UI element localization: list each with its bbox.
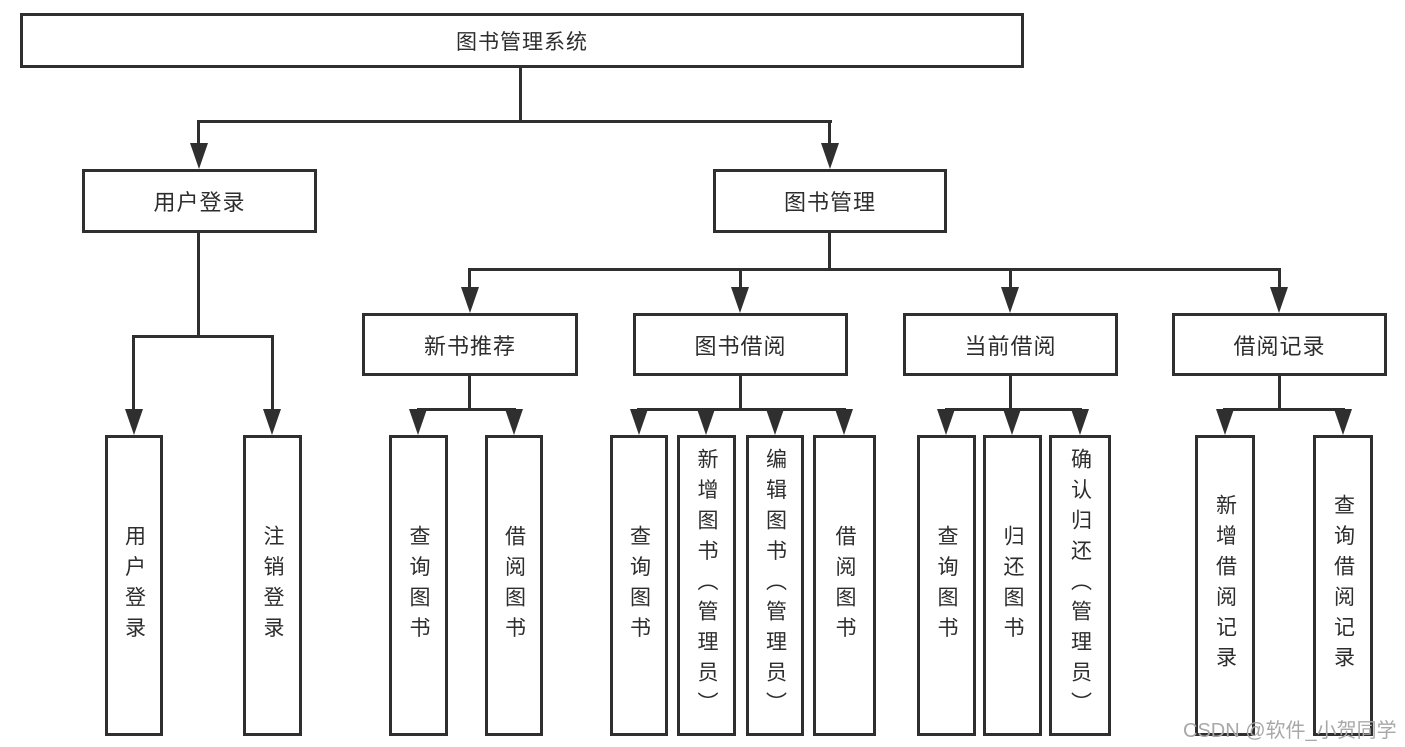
node-borrow-books: 借阅图书 <box>813 435 876 736</box>
connector-login-leaf2-shaft <box>271 335 274 413</box>
node-user-login-action-label: 用户登录 <box>122 524 146 647</box>
arrowhead-g3-leaf4 <box>835 409 853 435</box>
arrowhead-login-leaf1 <box>125 409 143 435</box>
node-borrow-books-recommend-label: 借阅图书 <box>502 524 526 647</box>
node-add-borrow-record-label: 新增借阅记录 <box>1213 494 1237 677</box>
node-library-system-label: 图书管理系统 <box>456 30 588 54</box>
node-query-borrow-record-label: 查询借阅记录 <box>1331 494 1355 677</box>
connector-l3-4-shaft <box>1278 268 1281 289</box>
arrowhead-g4-leaf1 <box>937 409 955 435</box>
connector-g5-stem <box>1278 376 1281 411</box>
node-logout: 注销登录 <box>243 435 302 736</box>
csdn-watermark: CSDN @软件_小贺同学 <box>1183 720 1397 742</box>
node-add-book-admin: 新增图书（管理员） <box>677 435 736 736</box>
connector-root-stem <box>519 68 522 123</box>
node-book-management-label: 图书管理 <box>783 190 876 215</box>
connector-bookmgmt-stem <box>828 233 831 271</box>
arrowhead-user-login <box>190 143 208 169</box>
node-add-borrow-record: 新增借阅记录 <box>1195 435 1255 736</box>
connector-g5-split <box>1223 408 1345 411</box>
node-logout-label: 注销登录 <box>261 524 284 647</box>
arrowhead-current-borrow <box>1001 287 1019 313</box>
node-query-books-current: 查询图书 <box>917 435 976 736</box>
connector-l3-1-shaft <box>468 268 471 289</box>
node-borrow-records-label: 借阅记录 <box>1233 333 1326 359</box>
node-borrow-books-recommend: 借阅图书 <box>485 435 543 736</box>
connector-level2-split <box>197 120 832 123</box>
arrowhead-g5-leaf1 <box>1216 409 1234 435</box>
connector-g4-stem <box>1009 376 1012 411</box>
arrowhead-borrow-records <box>1270 287 1288 313</box>
connector-user-login-shaft <box>197 120 200 147</box>
node-query-books-recommend: 查询图书 <box>389 435 448 736</box>
arrowhead-g3-leaf1 <box>630 409 648 435</box>
arrowhead-new-book-recommend <box>461 287 479 313</box>
node-current-borrow-label: 当前借阅 <box>964 333 1057 359</box>
node-book-borrow: 图书借阅 <box>633 313 848 376</box>
node-query-books-borrow: 查询图书 <box>610 435 668 736</box>
node-current-borrow: 当前借阅 <box>903 313 1118 376</box>
arrowhead-g3-leaf2 <box>697 409 715 435</box>
arrowhead-book-borrow <box>731 287 749 313</box>
connector-l3-2-shaft <box>739 268 742 289</box>
node-confirm-return-admin: 确认归还（管理员） <box>1049 435 1111 736</box>
node-add-book-admin-label: 新增图书（管理员） <box>695 448 718 723</box>
arrowhead-g5-leaf2 <box>1334 409 1352 435</box>
arrowhead-g2-leaf1 <box>409 409 427 435</box>
arrowhead-g4-leaf3 <box>1071 409 1089 435</box>
node-new-book-recommend: 新书推荐 <box>362 313 578 376</box>
node-return-book: 归还图书 <box>983 435 1042 736</box>
connector-g2-stem <box>468 376 471 411</box>
node-query-books-borrow-label: 查询图书 <box>627 524 651 647</box>
connector-g3-split <box>637 408 846 411</box>
node-edit-book-admin-label: 编辑图书（管理员） <box>763 448 787 723</box>
node-return-book-label: 归还图书 <box>1001 524 1024 647</box>
node-query-books-current-label: 查询图书 <box>935 524 958 647</box>
node-library-system: 图书管理系统 <box>20 13 1024 68</box>
connector-l3-3-shaft <box>1009 268 1012 289</box>
node-book-management: 图书管理 <box>713 169 947 233</box>
node-new-book-recommend-label: 新书推荐 <box>423 333 516 359</box>
connector-g3-stem <box>739 376 742 411</box>
arrowhead-g2-leaf2 <box>505 409 523 435</box>
node-user-login: 用户登录 <box>82 169 317 233</box>
arrowhead-g3-leaf3 <box>766 409 784 435</box>
arrowhead-g4-leaf2 <box>1003 409 1021 435</box>
connector-login-leaf1-shaft <box>132 335 135 413</box>
node-query-borrow-record: 查询借阅记录 <box>1313 435 1373 736</box>
connector-level3-split <box>468 268 1281 271</box>
connector-book-mgmt-shaft <box>828 120 831 147</box>
node-edit-book-admin: 编辑图书（管理员） <box>746 435 804 736</box>
connector-login-stem <box>197 233 200 338</box>
node-user-login-label: 用户登录 <box>153 190 246 215</box>
connector-g2-split <box>417 408 516 411</box>
node-confirm-return-admin-label: 确认归还（管理员） <box>1068 448 1092 723</box>
node-borrow-records: 借阅记录 <box>1172 313 1387 376</box>
connector-login-split <box>132 335 274 338</box>
node-user-login-action: 用户登录 <box>105 435 163 736</box>
node-query-books-recommend-label: 查询图书 <box>407 524 430 647</box>
arrowhead-book-mgmt <box>821 143 839 169</box>
node-borrow-books-label: 借阅图书 <box>833 524 856 647</box>
node-book-borrow-label: 图书借阅 <box>694 333 787 359</box>
arrowhead-login-leaf2 <box>263 409 281 435</box>
